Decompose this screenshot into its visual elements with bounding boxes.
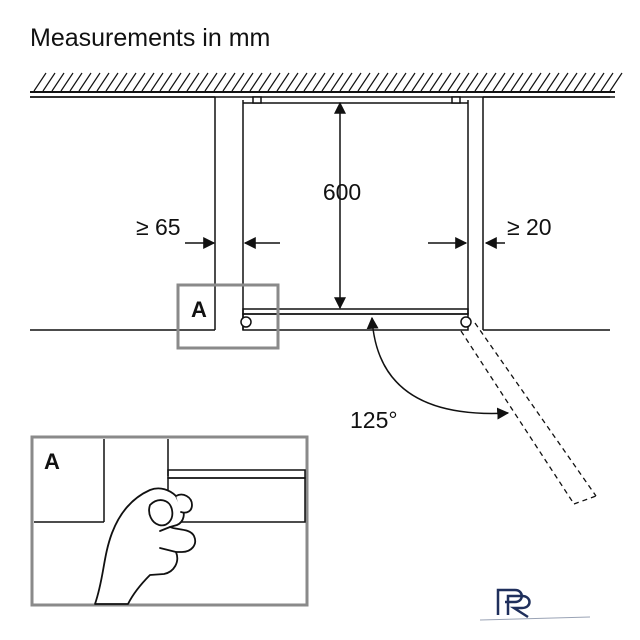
ceiling-hatch — [30, 72, 623, 98]
appliance-door — [240, 308, 472, 331]
left-cabinet — [30, 96, 216, 331]
right-clearance-label: ≥ 20 — [507, 214, 552, 240]
height-label: 600 — [323, 179, 361, 205]
page-title: Measurements in mm — [30, 24, 271, 52]
door-angle-arc — [366, 316, 510, 420]
door-angle-label: 125° — [350, 407, 398, 433]
left-clearance-label: ≥ 65 — [136, 214, 181, 240]
appliance-body — [242, 96, 469, 330]
detail-a-frame — [176, 283, 280, 350]
detail-a-inset-marker: A — [44, 449, 60, 474]
opened-door-outline — [460, 322, 597, 505]
hand-icon — [94, 487, 196, 605]
fr-logo-icon — [479, 588, 591, 621]
detail-a-marker: A — [191, 297, 207, 322]
height-dimension: 600 — [323, 101, 361, 310]
